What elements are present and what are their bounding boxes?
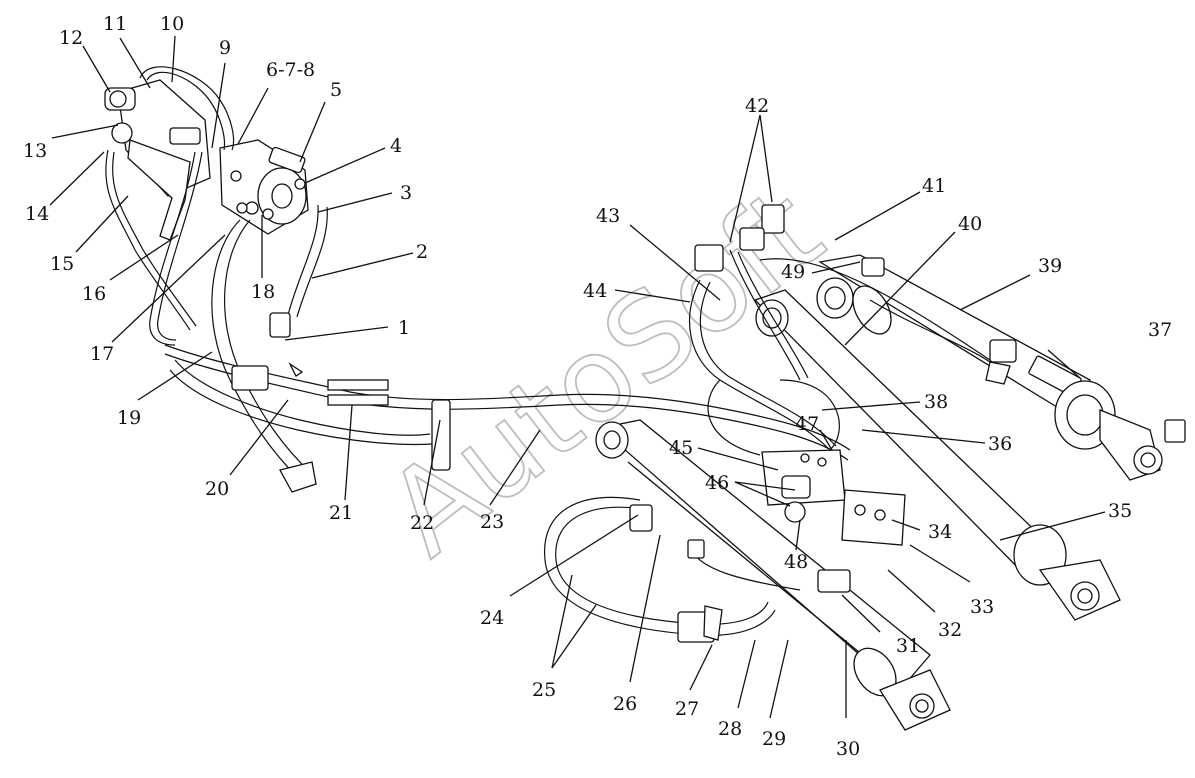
leader-lines <box>49 35 1106 719</box>
callout-41: 41 <box>922 175 946 197</box>
callout-10: 10 <box>160 13 184 35</box>
callout-37: 37 <box>1148 319 1172 341</box>
pump-unit <box>219 139 309 235</box>
callout-35: 35 <box>1108 500 1132 522</box>
callout-12: 12 <box>59 27 83 49</box>
callout-47: 47 <box>795 413 819 435</box>
assembly-drawing <box>104 66 1186 731</box>
callout-48: 48 <box>784 551 808 573</box>
cylinder-middle <box>753 289 1121 621</box>
callout-43: 43 <box>596 205 620 227</box>
callout-24: 24 <box>480 607 504 629</box>
callout-32: 32 <box>938 619 962 641</box>
callout-25: 25 <box>532 679 556 701</box>
callout-3: 3 <box>400 182 412 204</box>
callout-30: 30 <box>836 738 860 760</box>
cylinder-upper <box>816 254 1186 481</box>
callout-2: 2 <box>416 241 428 263</box>
callout-6-7-8: 6-7-8 <box>266 59 315 81</box>
callout-20: 20 <box>205 478 229 500</box>
callout-38: 38 <box>924 391 948 413</box>
callout-26: 26 <box>613 693 637 715</box>
hose-lines-left <box>105 66 328 493</box>
callout-labels: 1 2 3 4 5 6-7-8 9 10 11 12 13 14 15 16 1… <box>23 13 1172 760</box>
callout-34: 34 <box>928 521 952 543</box>
callout-13: 13 <box>23 140 47 162</box>
callout-16: 16 <box>82 283 106 305</box>
callout-40: 40 <box>958 213 982 235</box>
callout-23: 23 <box>480 511 504 533</box>
callout-4: 4 <box>390 135 402 157</box>
callout-21: 21 <box>329 502 353 524</box>
callout-42: 42 <box>745 95 769 117</box>
callout-11: 11 <box>103 13 127 35</box>
callout-18: 18 <box>251 281 275 303</box>
callout-46: 46 <box>705 472 729 494</box>
callout-1: 1 <box>398 317 410 339</box>
callout-49: 49 <box>781 261 805 283</box>
callout-27: 27 <box>675 698 699 720</box>
callout-19: 19 <box>117 407 141 429</box>
callout-15: 15 <box>50 253 74 275</box>
callout-22: 22 <box>410 512 434 534</box>
callout-39: 39 <box>1038 255 1062 277</box>
callout-44: 44 <box>583 280 607 302</box>
hose-lines-upper <box>689 204 1017 456</box>
valve-block <box>761 449 906 593</box>
callout-29: 29 <box>762 728 786 750</box>
callout-28: 28 <box>718 718 742 740</box>
callout-17: 17 <box>90 343 114 365</box>
hose-loops-lower <box>544 496 801 643</box>
tank-bracket <box>104 79 211 241</box>
cylinder-lower <box>595 419 951 731</box>
callout-36: 36 <box>988 433 1012 455</box>
callout-9: 9 <box>219 37 231 59</box>
callout-45: 45 <box>669 437 693 459</box>
callout-31: 31 <box>896 635 920 657</box>
callout-5: 5 <box>330 79 342 101</box>
callout-33: 33 <box>970 596 994 618</box>
main-tube <box>164 344 851 471</box>
callout-14: 14 <box>25 203 49 225</box>
